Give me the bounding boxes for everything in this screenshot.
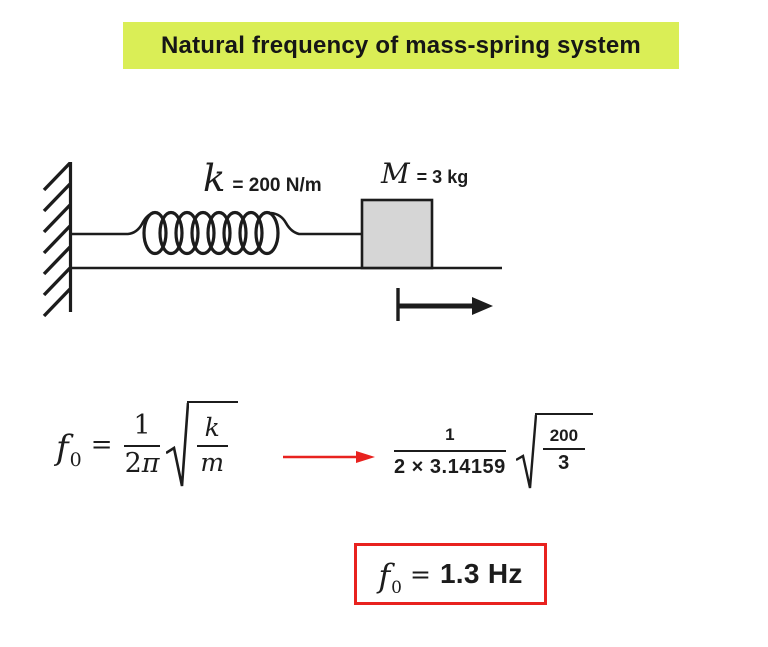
result-f0-symbol: f0 bbox=[378, 557, 402, 598]
result-box: f0 = 1.3 Hz bbox=[354, 543, 547, 605]
equals-sign: = bbox=[90, 430, 113, 460]
result-value: 1.3 Hz bbox=[439, 558, 523, 589]
spring-constant-label: k = 200 N/m bbox=[203, 160, 322, 197]
square-root: k m bbox=[165, 401, 238, 489]
natural-frequency-formula: f0 = 1 2π k m bbox=[56, 399, 238, 491]
k-over-m-fraction: k m bbox=[196, 415, 228, 476]
spring-constant-value: = 200 N/m bbox=[232, 175, 322, 196]
mass-block bbox=[360, 198, 434, 270]
f0-symbol: f0 bbox=[56, 428, 82, 471]
red-arrow-icon bbox=[283, 451, 375, 463]
spring-constant-symbol: k bbox=[203, 157, 226, 200]
numeric-square-root: 200 3 bbox=[515, 413, 594, 491]
mass-value: = 3 kg bbox=[416, 167, 469, 187]
numeric-radicand-fraction: 200 3 bbox=[542, 426, 586, 474]
page-title: Natural frequency of mass-spring system bbox=[123, 22, 679, 69]
motion-arrow-icon bbox=[396, 288, 493, 321]
mass-symbol: M bbox=[381, 157, 410, 190]
radical-sign-icon bbox=[515, 414, 537, 489]
numeric-substitution: 1 2 × 3.14159 200 3 bbox=[394, 412, 594, 492]
numeric-fraction: 1 2 × 3.14159 bbox=[394, 425, 506, 478]
result-equals-sign: = bbox=[409, 559, 431, 589]
spring bbox=[70, 210, 362, 256]
radical-sign-icon bbox=[165, 402, 189, 487]
wall-hatching bbox=[42, 161, 72, 318]
one-over-two-pi-fraction: 1 2π bbox=[124, 410, 160, 479]
mass-value-label: M = 3 kg bbox=[381, 160, 468, 188]
